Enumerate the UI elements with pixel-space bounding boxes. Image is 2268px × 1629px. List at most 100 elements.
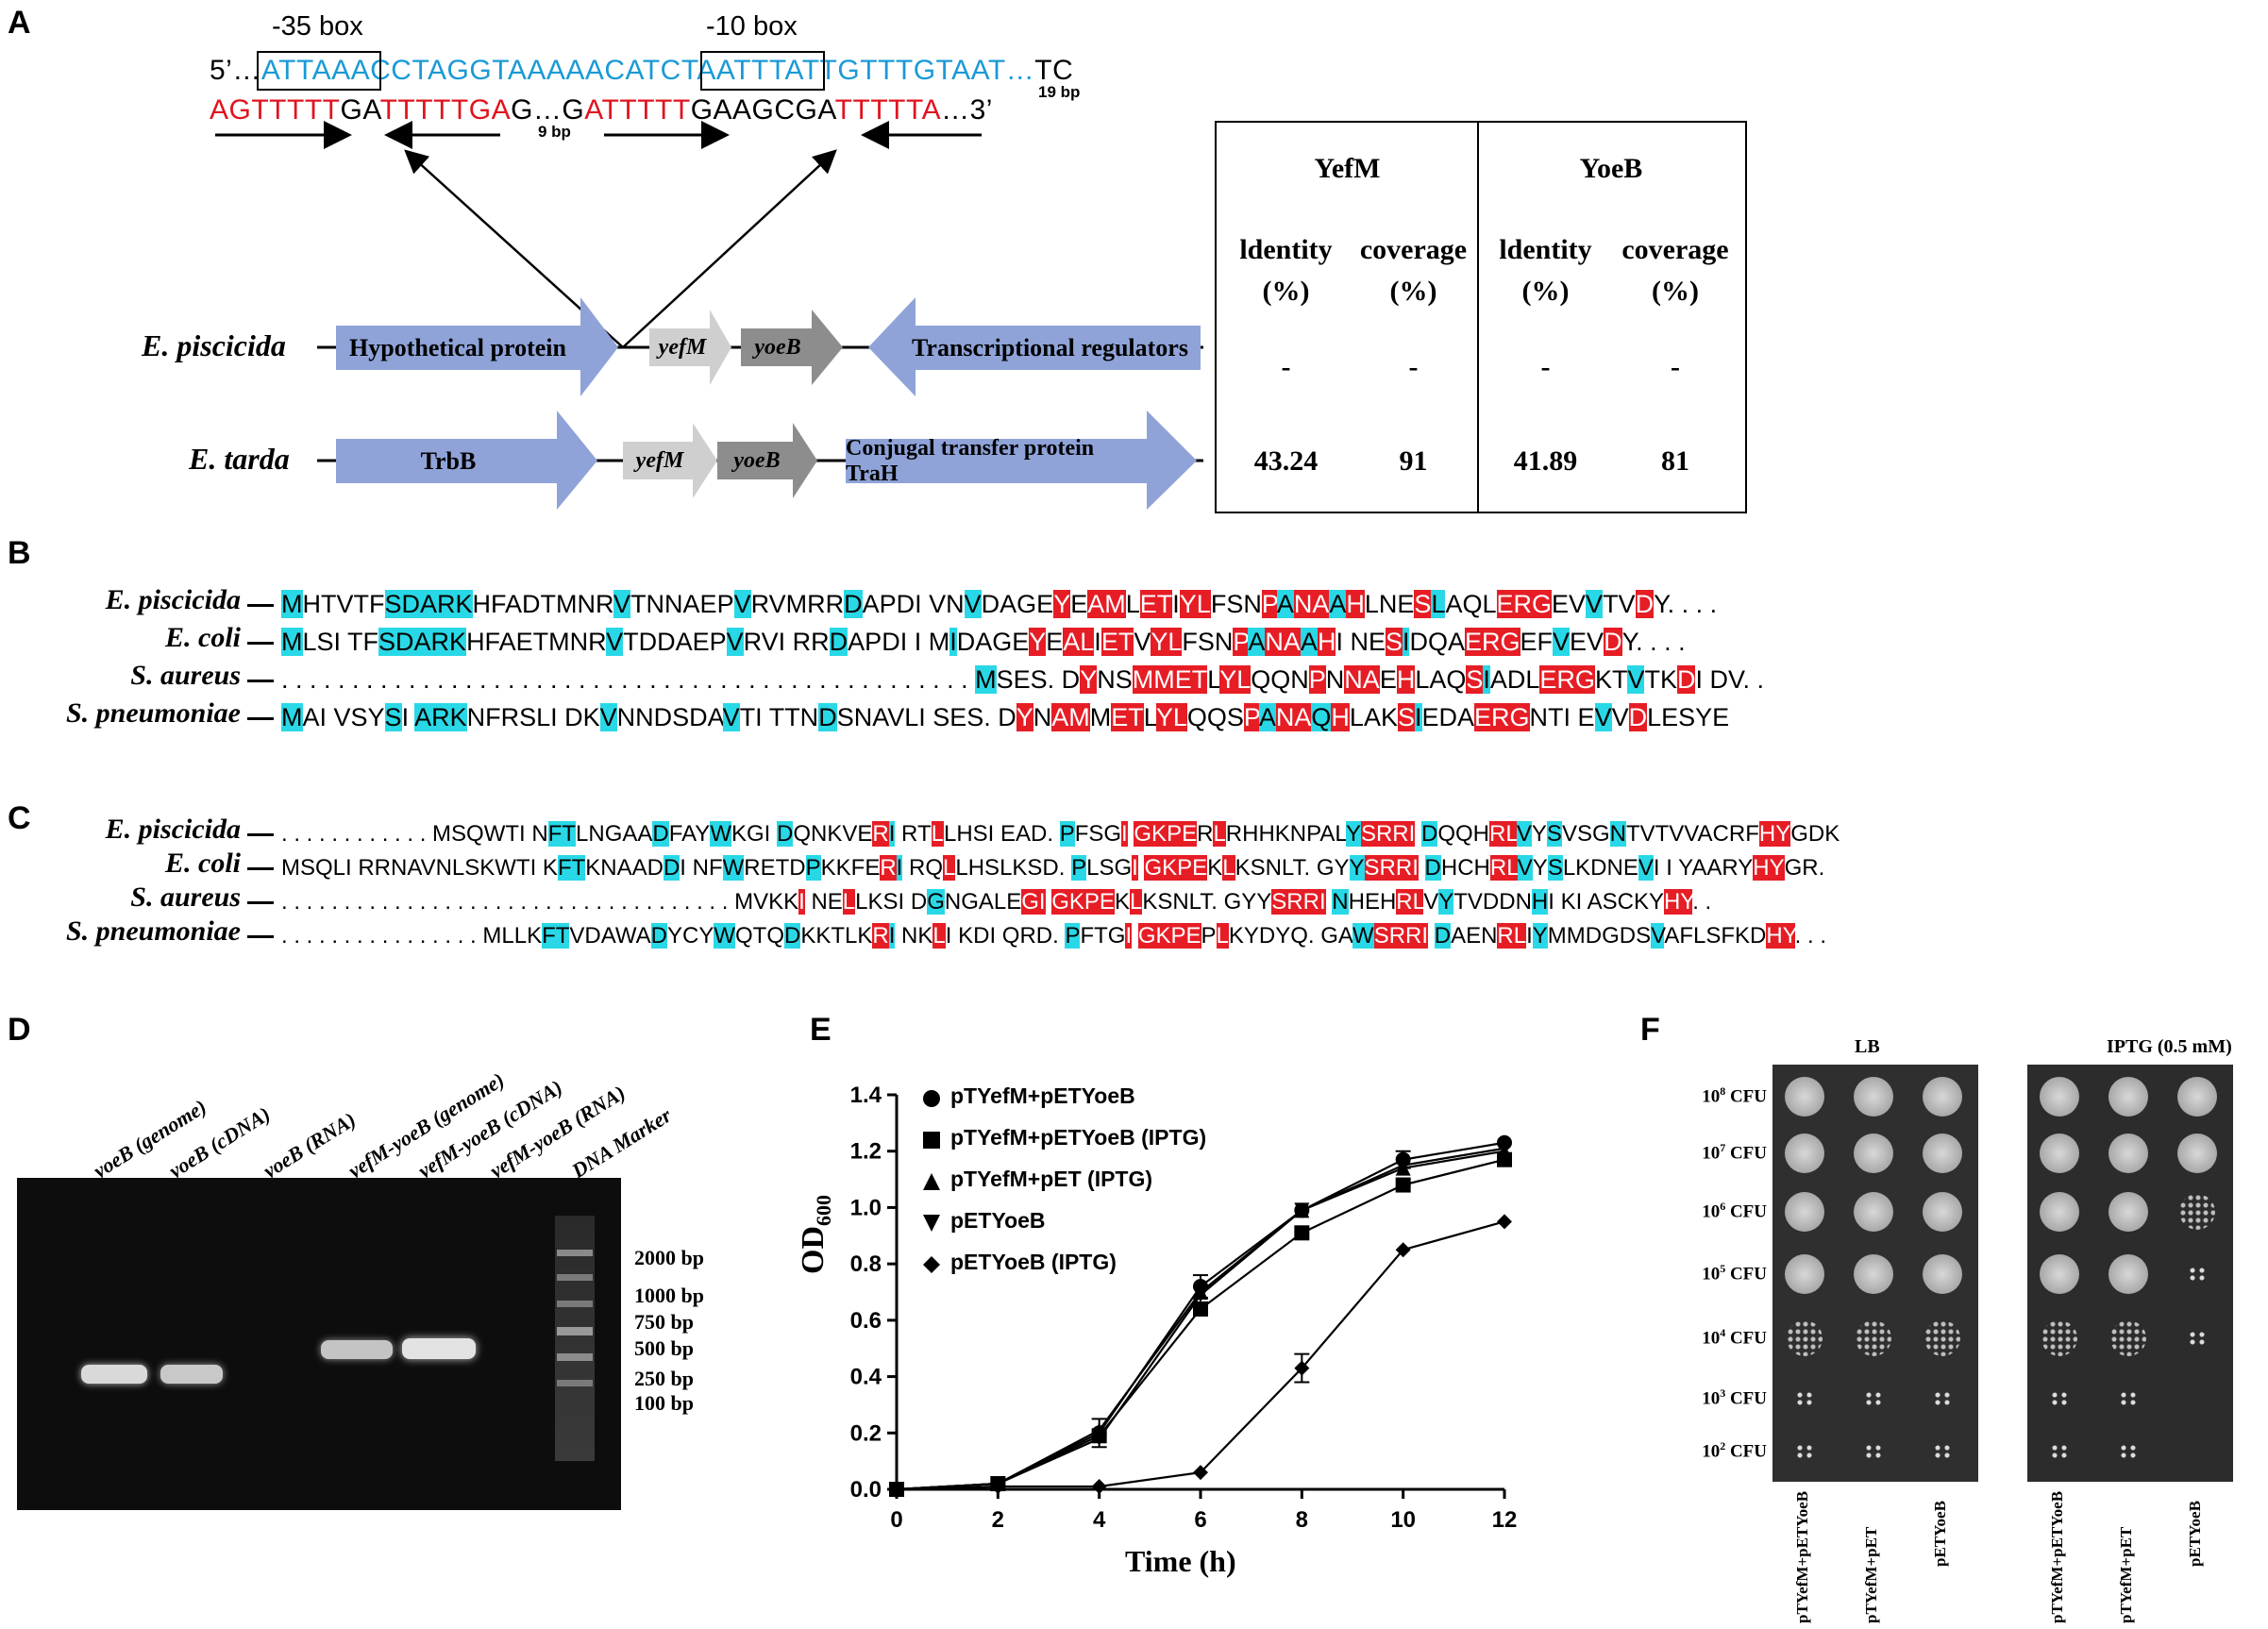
legend-marker-2 (923, 1173, 940, 1190)
lane-label-3: yoeB (RNA) (259, 1107, 361, 1184)
y-tick-label-5: 1.0 (850, 1195, 882, 1220)
band-yoeb-genome (81, 1365, 147, 1384)
spot-c5-r1 (2177, 1134, 2217, 1173)
strain-label-2: pETYoeB (1931, 1501, 1949, 1567)
td-r2c2: 91 (1399, 445, 1428, 477)
c-seq-e-coli: MSQLI RRNAVNLSKWTI KFTKNAADDI NFWRETDPKK… (281, 855, 1825, 881)
band-yefm-yoeb-genome (321, 1340, 393, 1359)
cfu-label-2: 106 CFU (1702, 1200, 1767, 1222)
legend-label-1: pTYefM+pETYoeB (IPTG) (950, 1125, 1207, 1150)
gene-yefm-1 (649, 310, 731, 385)
spot-c1-r3 (1854, 1254, 1893, 1294)
b-seq-e-piscicida: MHTVTFSDARKHFADTMNRVTNNAEPVRVMRRDAPDI VN… (281, 590, 1718, 618)
band-yoeb-cdna (160, 1365, 223, 1384)
th-coverage-2: coverage (1621, 234, 1729, 265)
gene-trbb (336, 411, 597, 510)
spot-c2-r6 (1933, 1444, 1952, 1459)
spot-c3-r2 (2040, 1192, 2079, 1232)
x-tick-label-6: 12 (1492, 1507, 1518, 1533)
spot-c1-r6 (1864, 1444, 1883, 1459)
table-head-yefm: YefM (1314, 153, 1381, 184)
td-r1c3: - (1540, 351, 1551, 382)
x-tick-label-5: 10 (1390, 1507, 1416, 1533)
identity-table (1215, 121, 1747, 513)
gene-label-trbb: TrbB (420, 446, 477, 475)
point-s1-5 (1395, 1177, 1411, 1193)
spot-c0-r1 (1785, 1134, 1824, 1173)
gene-yefm-2 (623, 423, 717, 498)
c-species-4: S. pneumoniae (65, 915, 241, 947)
point-s4-1 (990, 1479, 1006, 1495)
pointer-line-right (622, 149, 837, 348)
marker-lane (555, 1216, 595, 1461)
legend-marker-1 (923, 1132, 940, 1149)
lb-title: LB (1855, 1036, 1880, 1057)
x-tick-label-3: 6 (1194, 1507, 1206, 1533)
gap-19bp: 19 bp (1038, 83, 1081, 101)
spot-c4-r3 (2108, 1254, 2148, 1294)
td-r1c1: - (1281, 351, 1291, 382)
gene-label-hypothetical: Hypothetical protein (349, 333, 566, 361)
td-r1c2: - (1408, 351, 1419, 382)
panel-label-f: F (1640, 1012, 1660, 1048)
c-species-2: E. coli (165, 848, 241, 879)
y-tick-label-4: 0.8 (850, 1251, 882, 1277)
panel-label-b: B (8, 535, 31, 571)
point-s3-4 (1294, 1202, 1310, 1218)
table-head-yoeb: YoeB (1579, 153, 1643, 184)
panel-label-e: E (810, 1012, 832, 1048)
legend-label-3: pETYoeB (950, 1208, 1046, 1233)
spot-c4-r2 (2108, 1192, 2148, 1232)
spot-c5-r2 (2179, 1194, 2215, 1230)
c-species-3: S. aureus (130, 882, 241, 913)
panel-label-c: C (8, 800, 31, 836)
legend-marker-0 (923, 1090, 940, 1107)
b-species-3: S. aureus (130, 660, 241, 691)
strain-label-4: pTYefM+pET (2117, 1526, 2135, 1623)
gene-label-yoeb-2: yoeB (733, 447, 781, 473)
box10-label: -10 box (706, 11, 798, 42)
iptg-title: IPTG (0.5 mM) (2107, 1036, 2232, 1057)
x-tick-label-1: 2 (992, 1507, 1004, 1533)
gene-label-yoeb-1: yoeB (754, 334, 801, 360)
spot-c0-r4 (1787, 1320, 1823, 1356)
gene-hypothetical-protein (336, 297, 618, 396)
td-r2c3: 41.89 (1513, 445, 1578, 477)
legend-marker-3 (923, 1215, 940, 1232)
point-s4-6 (1497, 1214, 1512, 1230)
y-tick-label-0: 0.0 (850, 1477, 882, 1503)
series-line-3 (896, 1147, 1505, 1491)
th-pct-1: (%) (1262, 276, 1310, 307)
gene-transcriptional-regulators (868, 297, 1201, 396)
gene-yoeb-1 (741, 310, 843, 385)
species-e-tarda: E. tarda (189, 442, 290, 476)
spot-c2-r4 (1924, 1320, 1960, 1356)
spot-c0-r2 (1785, 1192, 1824, 1232)
x-tick-label-4: 8 (1296, 1507, 1308, 1533)
cfu-label-3: 105 CFU (1702, 1262, 1767, 1285)
gene-label-transcriptional: Transcriptional regulators (912, 333, 1188, 361)
y-tick-label-2: 0.4 (850, 1365, 882, 1390)
panel-label-a: A (8, 5, 31, 41)
promoter-seq-line2: AGTTTTTGATTTTTGAG…GATTTTTGAAGCGATTTTTA…3… (210, 94, 993, 126)
point-s1-4 (1294, 1225, 1310, 1241)
panel-label-d: D (8, 1012, 31, 1048)
spot-c3-r0 (2040, 1077, 2079, 1117)
spot-c1-r4 (1856, 1320, 1891, 1356)
promoter-seq-line1: 5’…ATTAAACCTAGGTAAAAACATCTAATTTATTGTTTGT… (210, 55, 1074, 86)
point-s1-3 (1193, 1301, 1208, 1317)
marker-1000: 1000 bp (634, 1284, 704, 1307)
cfu-label-5: 103 CFU (1702, 1386, 1767, 1409)
th-identity-1: ldentity (1239, 234, 1333, 265)
spot-c2-r1 (1923, 1134, 1962, 1173)
gap-9bp: 9 bp (538, 123, 571, 141)
y-tick-label-6: 1.2 (850, 1139, 882, 1165)
c-species-1: E. piscicida (105, 814, 241, 845)
c-seq-s-aureus: . . . . . . . . . . . . . . . . . . . . … (281, 889, 1712, 915)
y-tick-label-7: 1.4 (850, 1083, 882, 1108)
marker-750: 750 bp (634, 1310, 694, 1334)
x-tick-label-2: 4 (1093, 1507, 1106, 1533)
strain-label-0: pTYefM+pETYoeB (1793, 1490, 1811, 1623)
strain-label-5: pETYoeB (2186, 1501, 2204, 1567)
spot-c4-r4 (2110, 1320, 2146, 1356)
